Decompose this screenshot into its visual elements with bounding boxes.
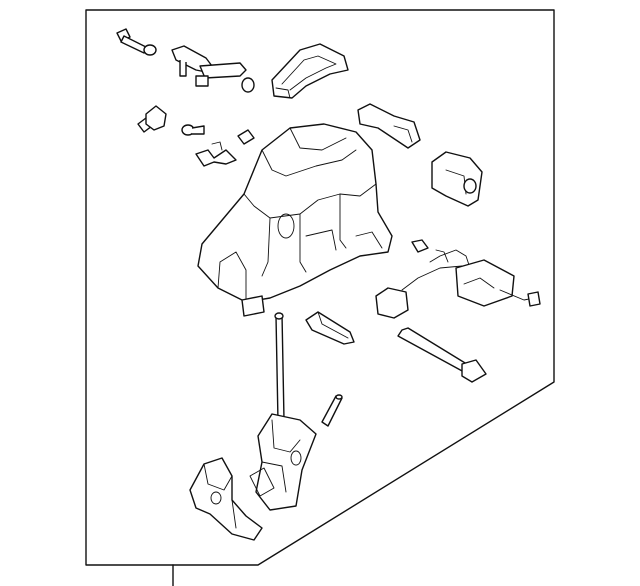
- control-cable-end[interactable]: [171, 45, 247, 87]
- bushing[interactable]: [137, 105, 167, 133]
- shift-knob-trim[interactable]: [271, 43, 349, 99]
- wire-clip[interactable]: [411, 239, 429, 253]
- spring-clip[interactable]: [305, 311, 355, 345]
- indicator-housing[interactable]: [431, 151, 483, 207]
- pin-bolt[interactable]: [116, 28, 157, 56]
- release-button[interactable]: [357, 103, 421, 149]
- shift-lever-rod[interactable]: [274, 312, 285, 423]
- long-bolt[interactable]: [397, 327, 487, 383]
- shift-lever-housing[interactable]: [197, 123, 393, 317]
- shift-lock-solenoid-harness[interactable]: [375, 249, 541, 319]
- o-ring[interactable]: [241, 77, 255, 93]
- bolt[interactable]: [181, 124, 205, 136]
- diagram-border: [85, 9, 555, 566]
- lower-bracket[interactable]: [189, 457, 263, 541]
- retaining-clip[interactable]: [195, 129, 255, 167]
- lever-assembly[interactable]: [249, 413, 317, 511]
- dowel-pin[interactable]: [321, 394, 343, 427]
